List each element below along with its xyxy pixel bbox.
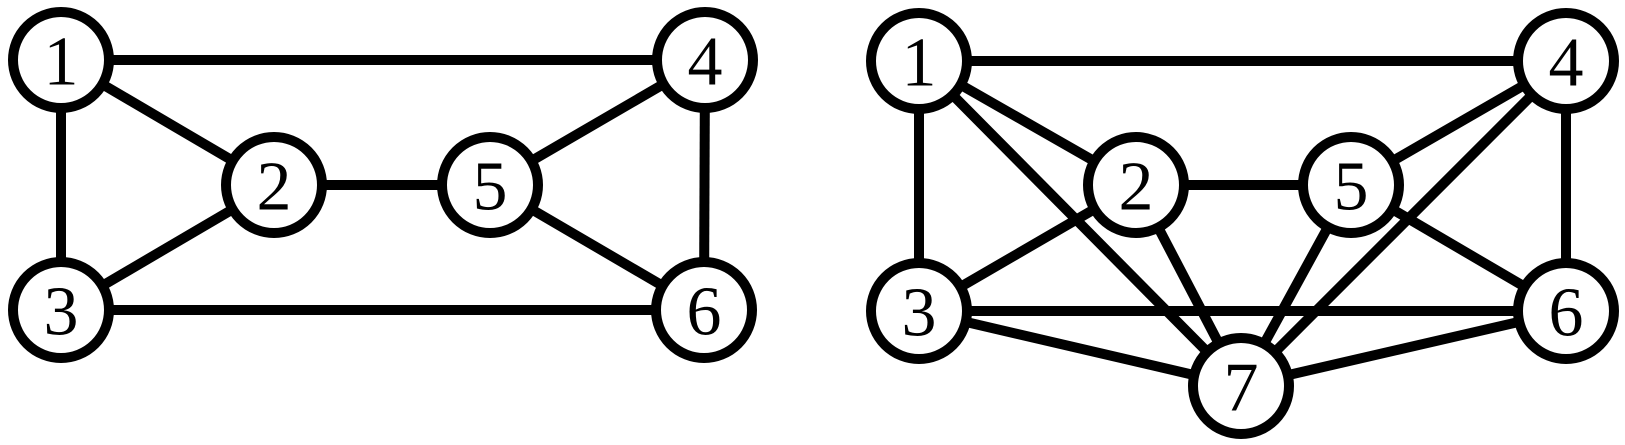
node-2: 2 (1083, 132, 1189, 238)
edge-6-7 (1239, 306, 1568, 391)
node-1: 1 (866, 8, 972, 114)
node-2: 2 (221, 132, 327, 238)
node-7-circle (1188, 333, 1294, 439)
node-6-circle (1513, 258, 1619, 364)
node-3-label: 3 (44, 274, 79, 351)
edge-3-7 (917, 306, 1243, 391)
node-3-circle (8, 257, 114, 363)
node-5-circle (437, 132, 543, 238)
node-4-label: 4 (688, 24, 723, 101)
node-4: 4 (652, 7, 758, 113)
node-7-label: 7 (1224, 350, 1259, 427)
node-2-circle (221, 132, 327, 238)
node-6: 6 (1513, 258, 1619, 364)
node-5-label: 5 (473, 149, 508, 226)
node-2-circle (1083, 132, 1189, 238)
node-3-circle (866, 258, 972, 364)
node-4-circle (652, 7, 758, 113)
right-graph: 1 2 3 4 5 6 7 (866, 8, 1619, 439)
node-4: 4 (1513, 8, 1619, 114)
node-5: 5 (1298, 132, 1404, 238)
edge-4-7 (1237, 57, 1570, 390)
node-1: 1 (8, 7, 114, 113)
node-5-label: 5 (1334, 149, 1369, 226)
node-4-circle (1513, 8, 1619, 114)
left-graph: 1 2 3 4 5 6 (8, 7, 758, 363)
node-4-label: 4 (1549, 25, 1584, 102)
node-5-circle (1298, 132, 1404, 238)
node-5: 5 (437, 132, 543, 238)
node-6-circle (651, 257, 757, 363)
node-1-circle (866, 8, 972, 114)
node-3: 3 (8, 257, 114, 363)
node-3: 3 (866, 258, 972, 364)
node-3-label: 3 (902, 275, 937, 352)
node-6-label: 6 (687, 274, 722, 351)
node-2-label: 2 (1119, 149, 1154, 226)
edge-1-7 (915, 57, 1245, 390)
node-7: 7 (1188, 333, 1294, 439)
node-1-label: 1 (44, 24, 79, 101)
node-2-label: 2 (257, 149, 292, 226)
node-6: 6 (651, 257, 757, 363)
node-1-label: 1 (902, 25, 937, 102)
node-6-label: 6 (1549, 275, 1584, 352)
node-1-circle (8, 7, 114, 113)
